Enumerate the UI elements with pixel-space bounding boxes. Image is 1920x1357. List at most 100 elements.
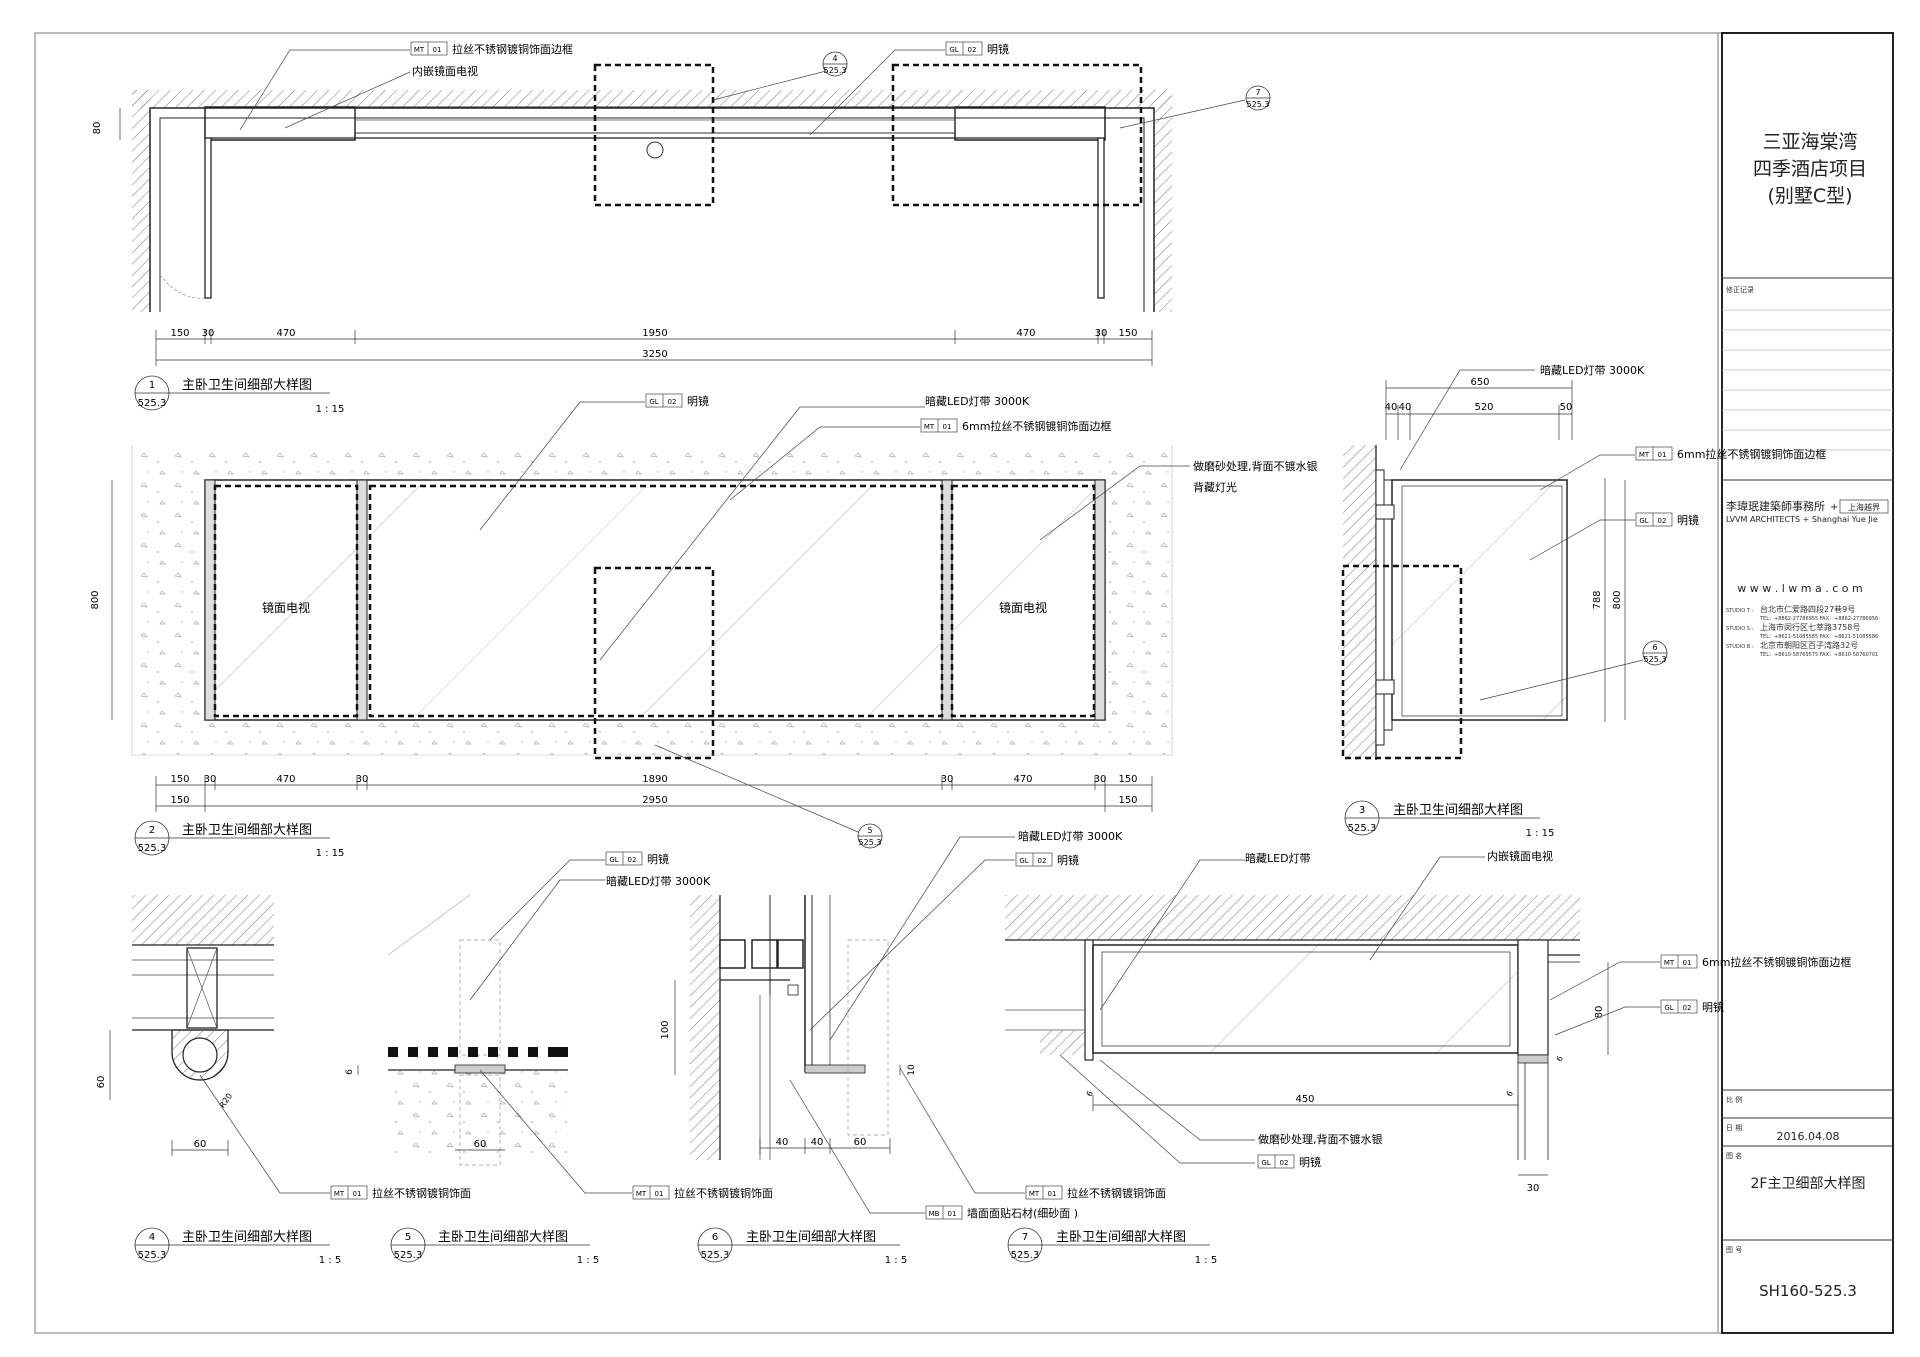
detail-2-drawing bbox=[131, 445, 1173, 760]
tag-text: 做磨砂处理,背面不镀水银 bbox=[1193, 459, 1318, 473]
d3-dim-3: 520 bbox=[1474, 402, 1493, 413]
detail-6-title: 6 525.3 主卧卫生间细部大样图 1 : 5 bbox=[697, 1227, 907, 1266]
d1-dim-7: 150 bbox=[1118, 328, 1137, 339]
detail-4-dimensions bbox=[109, 1030, 229, 1156]
tag-mt01-box bbox=[1635, 446, 1673, 461]
d3-dim-side-1: 788 bbox=[1592, 590, 1603, 609]
d6-dim-2: 40 bbox=[811, 1137, 824, 1148]
d3-dim-top: 650 bbox=[1470, 377, 1489, 388]
firm-plus: + bbox=[1830, 502, 1838, 513]
callout-5: 5 525.3 bbox=[857, 823, 883, 849]
detail-5-dimensions bbox=[357, 1065, 505, 1151]
d2-dim-5: 1890 bbox=[642, 774, 667, 785]
d7-dim-bottom: 30 bbox=[1527, 1183, 1540, 1194]
tag-text: 暗藏LED灯带 3000K bbox=[606, 874, 711, 888]
tag-no: 01 bbox=[1048, 1190, 1057, 1198]
detail-1-leaders bbox=[239, 49, 1246, 136]
tag-no: 02 bbox=[1683, 1004, 1692, 1012]
d2-dim-9: 150 bbox=[1118, 774, 1137, 785]
svg-text:1 : 15: 1 : 15 bbox=[1526, 828, 1555, 839]
svg-text:525.3: 525.3 bbox=[859, 838, 882, 847]
detail-1-title: 1 525.3 主卧卫生间细部大样图 1 : 15 bbox=[134, 375, 345, 415]
studio-b-address: 北京市朝阳区百子湾路32号 bbox=[1760, 640, 1858, 650]
svg-text:1 : 5: 1 : 5 bbox=[1195, 1255, 1217, 1266]
detail-3-title: 3 525.3 主卧卫生间细部大样图 1 : 15 bbox=[1344, 800, 1555, 839]
scale-label: 比 例 bbox=[1726, 1095, 1742, 1104]
detail-1-dimensions bbox=[119, 108, 1153, 366]
drawing-no-label: 图 号 bbox=[1726, 1246, 1742, 1254]
tag-no: 02 bbox=[1038, 857, 1047, 865]
detail-6-leaders bbox=[789, 836, 1025, 1214]
d2-dim-total-2: 2950 bbox=[642, 795, 667, 806]
tag-code: MT bbox=[334, 1190, 345, 1198]
tag-code: GL bbox=[1639, 517, 1648, 525]
d4-dim-radius: R20 bbox=[218, 1092, 234, 1110]
tag-no: 01 bbox=[943, 423, 952, 431]
detail-4-title: 4 525.3 主卧卫生间细部大样图 1 : 5 bbox=[134, 1227, 341, 1266]
detail-5-drawing bbox=[387, 894, 568, 1166]
tag-text: 明镜 bbox=[687, 394, 709, 408]
svg-text:525.3: 525.3 bbox=[1644, 655, 1667, 664]
tag-text: 内嵌镜面电视 bbox=[1487, 849, 1553, 863]
date-label: 日 期 bbox=[1726, 1124, 1742, 1132]
svg-text:525.3: 525.3 bbox=[138, 398, 167, 409]
tag-no: 01 bbox=[1683, 959, 1692, 967]
d6-dim-height: 100 bbox=[660, 1020, 671, 1039]
tag-code: MT bbox=[636, 1190, 647, 1198]
tag-code: GL bbox=[1664, 1004, 1673, 1012]
tag-code: MB bbox=[929, 1210, 940, 1218]
tag-text: 明镜 bbox=[1299, 1155, 1321, 1169]
tag-code: MT bbox=[414, 46, 425, 54]
tag-code: GL bbox=[949, 46, 958, 54]
tag-text: 拉丝不锈钢镀铜饰面边框 bbox=[452, 42, 573, 56]
svg-text:1: 1 bbox=[149, 380, 155, 391]
d5-dim-width: 60 bbox=[474, 1139, 487, 1150]
svg-text:525.3: 525.3 bbox=[1348, 823, 1377, 834]
tag-text: 暗藏LED灯带 3000K bbox=[925, 394, 1030, 408]
svg-text:主卧卫生间细部大样图: 主卧卫生间细部大样图 bbox=[182, 1230, 312, 1245]
tag-text: 6mm拉丝不锈钢镀铜饰面边框 bbox=[962, 419, 1111, 433]
detail-2-title: 2 525.3 主卧卫生间细部大样图 1 : 15 bbox=[134, 820, 345, 859]
d3-dim-side-2: 800 bbox=[1612, 590, 1623, 609]
svg-text:525.3: 525.3 bbox=[1011, 1250, 1040, 1261]
tag-text: 内嵌镜面电视 bbox=[412, 64, 478, 78]
revision-label: 修正记录 bbox=[1726, 285, 1754, 294]
d7-dim-gap-left: 6 bbox=[1085, 1089, 1095, 1098]
svg-text:1 : 15: 1 : 15 bbox=[316, 404, 345, 415]
d2-dim-3: 470 bbox=[276, 774, 295, 785]
project-name-line-1: 三亚海棠湾 bbox=[1762, 131, 1857, 153]
detail-3-drawing bbox=[1341, 445, 1568, 760]
tag-gl02-box bbox=[945, 41, 983, 56]
detail-7-dimensions bbox=[1092, 962, 1609, 1176]
d2-dim-4: 30 bbox=[356, 774, 369, 785]
d4-dim-height: 60 bbox=[96, 1076, 107, 1089]
studio-t-label: STUDIO T : bbox=[1726, 608, 1753, 614]
studio-s-contact: TEL：+8621-51085585 FAX：+8621-51085586 bbox=[1759, 634, 1878, 640]
svg-text:7: 7 bbox=[1022, 1232, 1028, 1243]
title-block-frame bbox=[1721, 32, 1894, 1334]
d7-dim-height: 80 bbox=[1594, 1006, 1605, 1019]
tag-mt01-box bbox=[1660, 954, 1698, 969]
drawing-name: 2F主卫细部大样图 bbox=[1751, 1176, 1866, 1192]
studio-b-label: STUDIO B : bbox=[1726, 644, 1754, 650]
panel-label-left: 镜面电视 bbox=[262, 600, 310, 615]
d2-dim-1: 150 bbox=[170, 774, 189, 785]
svg-text:1 : 15: 1 : 15 bbox=[316, 848, 345, 859]
d3-dim-4: 50 bbox=[1560, 402, 1573, 413]
svg-text:主卧卫生间细部大样图: 主卧卫生间细部大样图 bbox=[1393, 803, 1523, 818]
drawing-name-label: 图 名 bbox=[1726, 1151, 1742, 1160]
d1-dim-6: 30 bbox=[1095, 328, 1108, 339]
d2-dim-2: 30 bbox=[204, 774, 217, 785]
tag-text: 背藏灯光 bbox=[1193, 480, 1237, 494]
svg-text:4: 4 bbox=[149, 1232, 155, 1243]
svg-text:525.3: 525.3 bbox=[138, 843, 167, 854]
studio-t-address: 台北市仁爱路四段27巷9号 bbox=[1760, 604, 1855, 614]
d3-dim-1: 40 bbox=[1385, 402, 1398, 413]
svg-text:3: 3 bbox=[1359, 805, 1365, 816]
d5-dim-thick: 6 bbox=[345, 1069, 355, 1075]
tag-gl02-box bbox=[645, 393, 683, 408]
studio-s-label: STUDIO S : bbox=[1726, 626, 1754, 632]
tag-mt01-box bbox=[410, 41, 448, 56]
tag-no: 01 bbox=[433, 46, 442, 54]
